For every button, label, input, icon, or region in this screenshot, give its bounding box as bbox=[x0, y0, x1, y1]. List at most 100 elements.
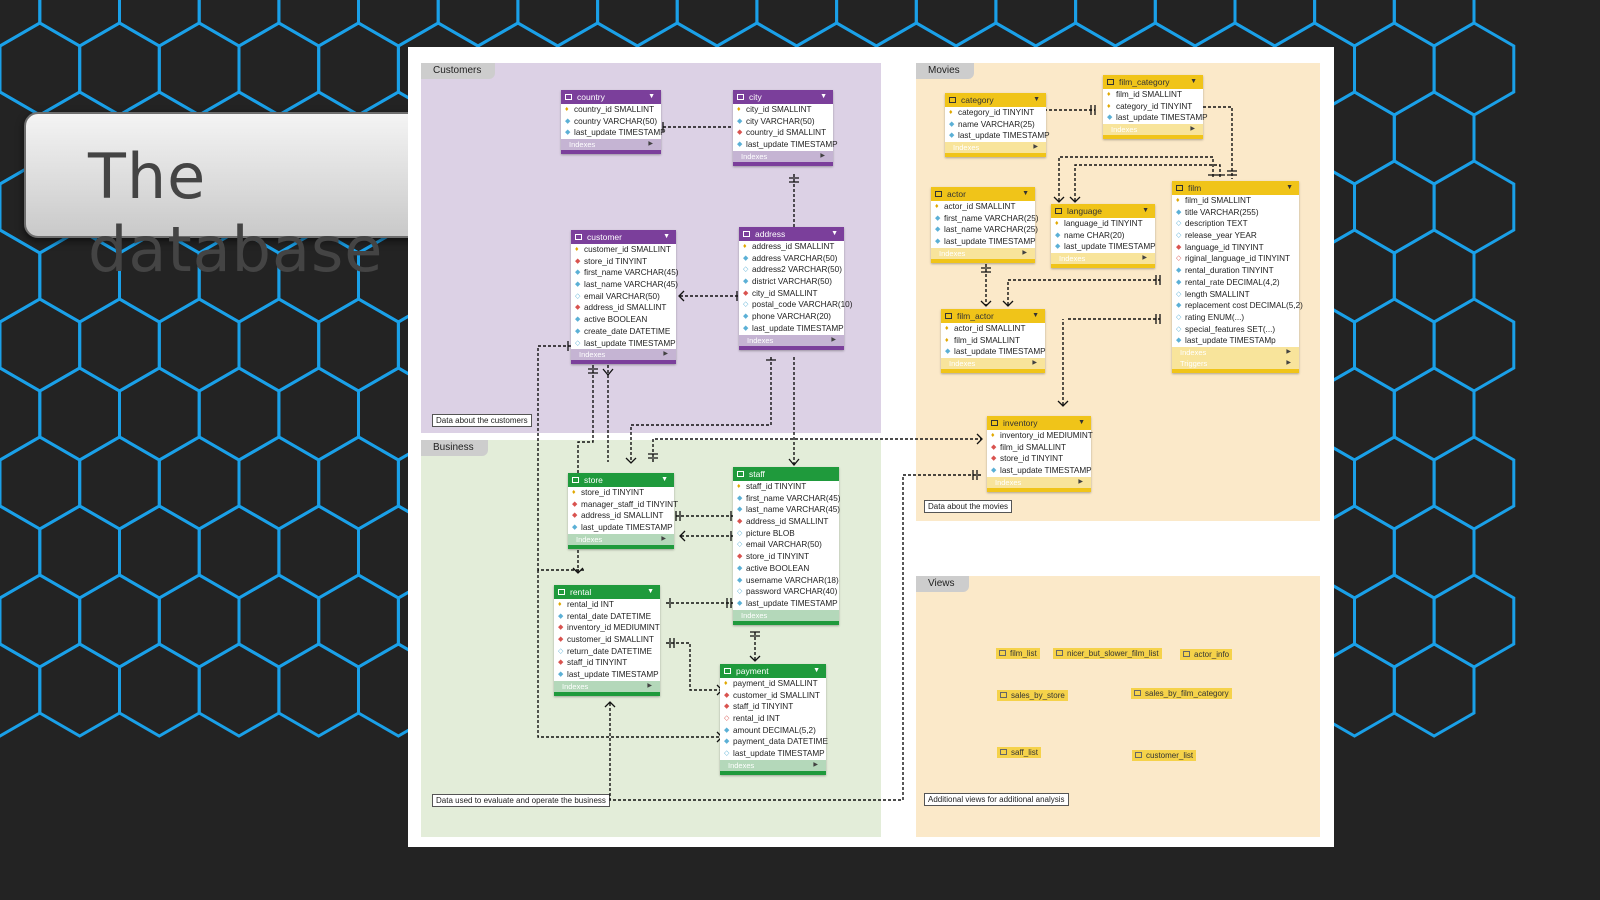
dropdown-icon[interactable]: ▼ bbox=[1142, 207, 1149, 214]
column: film_id SMALLINT bbox=[954, 335, 1020, 345]
region-customers-label: Customers bbox=[421, 63, 496, 79]
dropdown-icon[interactable]: ▼ bbox=[661, 476, 668, 483]
triggers-footer[interactable]: Triggers bbox=[1180, 358, 1208, 368]
foreign-key-icon: ◆ bbox=[991, 455, 997, 463]
expand-icon[interactable]: ▶ bbox=[1022, 249, 1027, 256]
expand-icon[interactable]: ▶ bbox=[1078, 478, 1083, 485]
dropdown-icon[interactable]: ▼ bbox=[1190, 78, 1197, 85]
indexes-footer[interactable]: Indexes bbox=[741, 610, 768, 620]
indexes-footer[interactable]: Indexes bbox=[569, 140, 596, 150]
expand-icon[interactable]: ▶ bbox=[813, 761, 818, 768]
expand-icon[interactable]: ▶ bbox=[1286, 348, 1291, 355]
view-actor-info[interactable]: actor_info bbox=[1180, 649, 1233, 660]
dropdown-icon[interactable]: ▼ bbox=[648, 93, 655, 100]
column-icon: ◆ bbox=[743, 313, 749, 321]
view-sales-by-film-category[interactable]: sales_by_film_category bbox=[1131, 688, 1232, 699]
column-icon: ◇ bbox=[1176, 325, 1182, 333]
column: category_id TINYINT bbox=[1116, 101, 1193, 111]
expand-icon[interactable]: ▶ bbox=[820, 152, 825, 159]
dropdown-icon[interactable]: ▼ bbox=[831, 230, 838, 237]
column: last_update TIMESTAMP bbox=[567, 670, 659, 680]
indexes-footer[interactable]: Indexes bbox=[953, 143, 980, 153]
expand-icon[interactable]: ▶ bbox=[647, 682, 652, 689]
expand-icon[interactable]: ▶ bbox=[1286, 359, 1291, 366]
column: manager_staff_id TINYINT bbox=[581, 499, 679, 509]
expand-icon[interactable]: ▶ bbox=[1190, 126, 1195, 133]
table-film[interactable]: film▼ ♦film_id SMALLINT ◆title VARCHAR(2… bbox=[1172, 181, 1303, 373]
indexes-footer[interactable]: Indexes bbox=[741, 151, 768, 161]
view-sales-by-store[interactable]: sales_by_store bbox=[997, 690, 1068, 701]
dropdown-icon[interactable]: ▼ bbox=[1022, 190, 1029, 197]
column-icon: ◆ bbox=[949, 120, 955, 128]
dropdown-icon[interactable]: ▼ bbox=[1286, 184, 1293, 191]
dropdown-icon[interactable]: ▼ bbox=[647, 588, 654, 595]
column-icon: ◇ bbox=[737, 588, 743, 596]
expand-icon[interactable]: ▶ bbox=[648, 141, 653, 148]
dropdown-icon[interactable]: ▼ bbox=[820, 93, 827, 100]
indexes-footer[interactable]: Indexes bbox=[1059, 254, 1086, 264]
table-payment[interactable]: payment▼ ♦payment_id SMALLINT ◆customer_… bbox=[720, 664, 828, 775]
indexes-footer[interactable]: Indexes bbox=[1180, 347, 1207, 357]
table-country[interactable]: country▼ ♦country_id SMALLINT ◆country V… bbox=[561, 90, 666, 155]
indexes-footer[interactable]: Indexes bbox=[939, 248, 966, 258]
dropdown-icon[interactable]: ▼ bbox=[1078, 419, 1085, 426]
table-customer[interactable]: customer▼ ♦customer_id SMALLINT ◆store_i… bbox=[571, 230, 678, 365]
table-country-name: country bbox=[577, 92, 605, 102]
column: film_id SMALLINT bbox=[1185, 196, 1251, 205]
table-film-actor[interactable]: film_actor▼ ♦actor_id SMALLINT ♦film_id … bbox=[941, 309, 1046, 374]
indexes-footer[interactable]: Indexes bbox=[728, 760, 755, 770]
dropdown-icon[interactable]: ▼ bbox=[1033, 96, 1040, 103]
column-icon: ◆ bbox=[991, 467, 997, 475]
indexes-footer[interactable]: Indexes bbox=[995, 477, 1022, 487]
primary-key-icon: ♦ bbox=[1176, 197, 1180, 204]
column: email VARCHAR(50) bbox=[746, 540, 822, 550]
primary-key-icon: ♦ bbox=[945, 336, 949, 344]
column: customer_id SMALLINT bbox=[567, 635, 654, 645]
expand-icon[interactable]: ▶ bbox=[1033, 144, 1038, 151]
table-city[interactable]: city▼ ♦city_id SMALLINT ◆city VARCHAR(50… bbox=[733, 90, 838, 166]
column-icon: ◆ bbox=[572, 524, 578, 532]
indexes-footer[interactable]: Indexes bbox=[579, 350, 606, 360]
view-customer-list[interactable]: customer_list bbox=[1132, 750, 1197, 761]
expand-icon[interactable]: ▶ bbox=[831, 336, 836, 343]
table-staff[interactable]: staff ♦staff_id TINYINT ◆first_name VARC… bbox=[733, 467, 841, 625]
table-film-category[interactable]: film_category▼ ♦film_id SMALLINT ♦catego… bbox=[1103, 75, 1208, 140]
table-actor[interactable]: actor▼ ♦actor_id SMALLINT ◆first_name VA… bbox=[931, 187, 1038, 263]
view-film-list[interactable]: film_list bbox=[996, 648, 1040, 659]
indexes-footer[interactable]: Indexes bbox=[562, 681, 589, 691]
column: language_id TINYINT bbox=[1185, 242, 1264, 252]
primary-key-icon: ♦ bbox=[737, 483, 741, 490]
table-language[interactable]: language▼ ♦language_id TINYINT ◆name CHA… bbox=[1051, 204, 1156, 269]
table-inventory[interactable]: inventory▼ ♦inventory_id MEDIUMINT ◆film… bbox=[987, 416, 1093, 492]
column: return_date DATETIME bbox=[567, 646, 652, 656]
view-saff-list[interactable]: saff_list bbox=[997, 747, 1041, 758]
table-address[interactable]: address▼ ♦address_id SMALLINT ◆address V… bbox=[739, 227, 852, 350]
view-nicer-but-slower-film-list[interactable]: nicer_but_slower_film_list bbox=[1053, 648, 1162, 659]
column: password VARCHAR(40) bbox=[746, 587, 838, 597]
column-icon: ◆ bbox=[737, 494, 743, 502]
foreign-key-icon: ◆ bbox=[743, 289, 749, 297]
table-category[interactable]: category▼ ♦category_id TINYINT ◆name VAR… bbox=[945, 93, 1050, 158]
dropdown-icon[interactable]: ▼ bbox=[663, 233, 670, 240]
dropdown-icon[interactable]: ▼ bbox=[813, 667, 820, 674]
indexes-footer[interactable]: Indexes bbox=[747, 335, 774, 345]
primary-key-icon: ♦ bbox=[1107, 91, 1111, 98]
primary-key-icon: ♦ bbox=[1055, 220, 1059, 227]
column: riginal_language_id TINYINT bbox=[1185, 254, 1290, 264]
dropdown-icon[interactable]: ▼ bbox=[1032, 312, 1039, 319]
table-rental-name: rental bbox=[570, 587, 592, 597]
indexes-footer[interactable]: Indexes bbox=[576, 534, 603, 544]
foreign-key-icon: ◆ bbox=[724, 703, 730, 711]
table-rental[interactable]: rental▼ ♦rental_id INT ◆rental_date DATE… bbox=[554, 585, 660, 696]
indexes-footer[interactable]: Indexes bbox=[1111, 125, 1138, 135]
column: first_name VARCHAR(45) bbox=[746, 493, 841, 503]
column: rental_rate DECIMAL(4,2) bbox=[1185, 277, 1280, 287]
expand-icon[interactable]: ▶ bbox=[663, 351, 668, 358]
table-store[interactable]: store▼ ♦store_id TINYINT ◆manager_staff_… bbox=[568, 473, 678, 549]
indexes-footer[interactable]: Indexes bbox=[949, 359, 976, 369]
expand-icon[interactable]: ▶ bbox=[661, 535, 666, 542]
expand-icon[interactable]: ▶ bbox=[1032, 360, 1037, 367]
expand-icon[interactable]: ▶ bbox=[1142, 255, 1147, 262]
column-icon: ◆ bbox=[724, 726, 730, 734]
column: last_update TIMESTAMP bbox=[584, 338, 676, 348]
